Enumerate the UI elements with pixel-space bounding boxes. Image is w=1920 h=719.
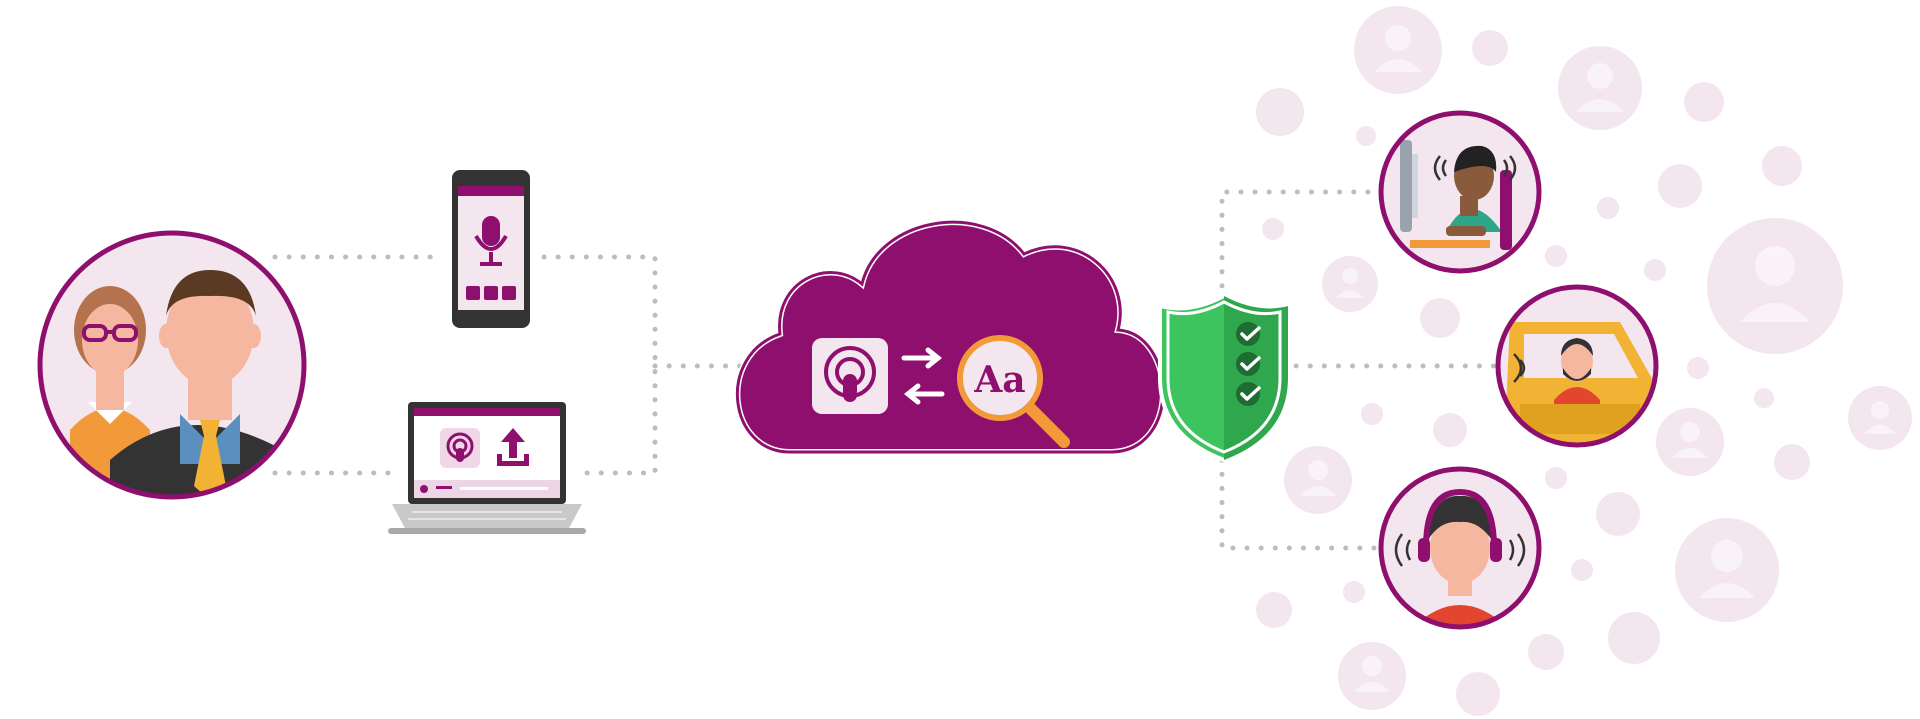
headphones-listener-icon (1378, 466, 1542, 630)
audience-bubble (1262, 218, 1284, 240)
audience-bubble (1256, 88, 1304, 136)
audience-bubble (1356, 126, 1376, 146)
audience-bubble (1596, 492, 1640, 536)
upload-icon (497, 428, 529, 466)
podcast-icon (812, 338, 888, 414)
transcription-cloud: Aa (734, 219, 1166, 455)
audience-bubble (1644, 259, 1666, 281)
shield-checkmarks (1236, 322, 1261, 406)
audience-bubble (1343, 581, 1365, 603)
driver-listener-icon (1495, 284, 1659, 448)
phone-control-buttons (466, 286, 516, 300)
audience-bubble (1774, 444, 1810, 480)
exchange-arrows-icon (901, 347, 945, 405)
audience-bubble (1420, 298, 1460, 338)
audience-bubble (1256, 592, 1292, 628)
magnifier-text: Aa (973, 359, 1025, 401)
audience-bubble (1361, 403, 1383, 425)
audience-bubble (1545, 467, 1567, 489)
audience-bubble (1658, 164, 1702, 208)
audience-bubble (1433, 413, 1467, 447)
audience-bubble (1545, 245, 1567, 267)
audience-bubble (1687, 357, 1709, 379)
laptop (388, 402, 586, 534)
audience-bubble (1608, 612, 1660, 664)
audience-bubble (1456, 672, 1500, 716)
audience-bubble (1762, 146, 1802, 186)
connector-devices-bracket (541, 254, 658, 476)
microphone-icon (474, 216, 508, 266)
check-shield-icon (1158, 293, 1290, 463)
desktop-listener-icon (1378, 110, 1542, 274)
connector-shield-desktop (1219, 189, 1383, 303)
audience-bubble (1754, 388, 1774, 408)
podcast-icon (440, 428, 480, 468)
smartphone (452, 170, 530, 328)
audience-bubble (1528, 634, 1564, 670)
audience-bubble (1684, 82, 1724, 122)
podcast-creators-icon (37, 230, 307, 500)
magnifier-icon: Aa (957, 335, 1070, 448)
bubble-person-icons (1300, 25, 1896, 692)
audience-bubble (1597, 197, 1619, 219)
audience-bubble (1472, 30, 1508, 66)
audience-bubble (1571, 559, 1593, 581)
